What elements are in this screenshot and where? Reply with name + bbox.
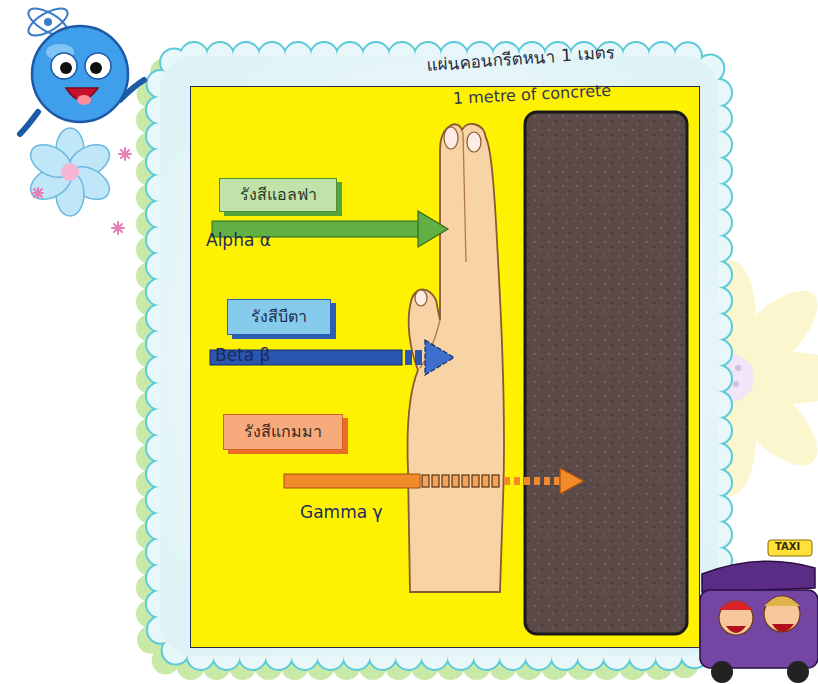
wheel <box>711 661 733 683</box>
radiation-name: รังสีแอลฟา <box>220 179 336 211</box>
blue-flower <box>25 128 115 216</box>
mascot-leg <box>20 112 38 134</box>
concrete-panel: แผ่นคอนกรีตหนา 1 เมตร1 metre of concrete… <box>190 86 700 648</box>
frame-scallop <box>160 56 718 656</box>
frame-shadow <box>150 66 708 666</box>
driver-mouth <box>726 626 746 633</box>
star <box>33 188 43 198</box>
radiation-label-box: รังสีแกมมาGamma γ <box>223 414 343 450</box>
taxi-sign-text: TAXI <box>775 541 800 552</box>
radiation-symbol-label: Alpha α <box>206 231 271 251</box>
radiation-symbol-label: Beta β <box>215 346 270 366</box>
panel-subheading: 1 metre of concrete <box>453 82 612 109</box>
driver-cap <box>719 601 753 610</box>
taxi-sign <box>768 540 812 556</box>
star <box>119 148 131 160</box>
passenger-face <box>764 596 800 632</box>
passenger-mouth <box>772 624 794 632</box>
sparkle-stars <box>33 148 131 234</box>
frame-scallop-fill <box>160 56 718 656</box>
mascot-eye <box>51 53 77 79</box>
flower-dot <box>735 365 741 371</box>
tuk-tuk-body <box>700 590 818 668</box>
driver-face <box>719 601 753 635</box>
scalloped-frame <box>150 56 718 666</box>
mascot-tongue <box>77 95 91 105</box>
radiation-name: รังสีบีตา <box>228 300 330 334</box>
star <box>112 222 124 234</box>
flower-center <box>61 163 79 181</box>
mascot-pupil <box>60 62 72 74</box>
mascot-head <box>32 26 128 122</box>
mascot-eye <box>85 53 111 79</box>
flower-dot <box>733 381 739 387</box>
atom-nucleus <box>44 18 52 26</box>
radiation-label-box: รังสีแอลฟาAlpha α <box>219 178 337 212</box>
wheel <box>787 661 809 683</box>
radiation-label-box: รังสีบีตาBeta β <box>227 299 331 335</box>
frame-fill <box>160 56 718 656</box>
tuk-tuk <box>700 540 818 683</box>
radiation-symbol-label: Gamma γ <box>300 503 383 523</box>
atom-mascot <box>20 3 144 134</box>
radiation-name: รังสีแกมมา <box>224 415 342 449</box>
passenger-hair <box>764 597 800 606</box>
tuk-tuk-roof <box>702 561 815 592</box>
mascot-pupil <box>90 62 102 74</box>
